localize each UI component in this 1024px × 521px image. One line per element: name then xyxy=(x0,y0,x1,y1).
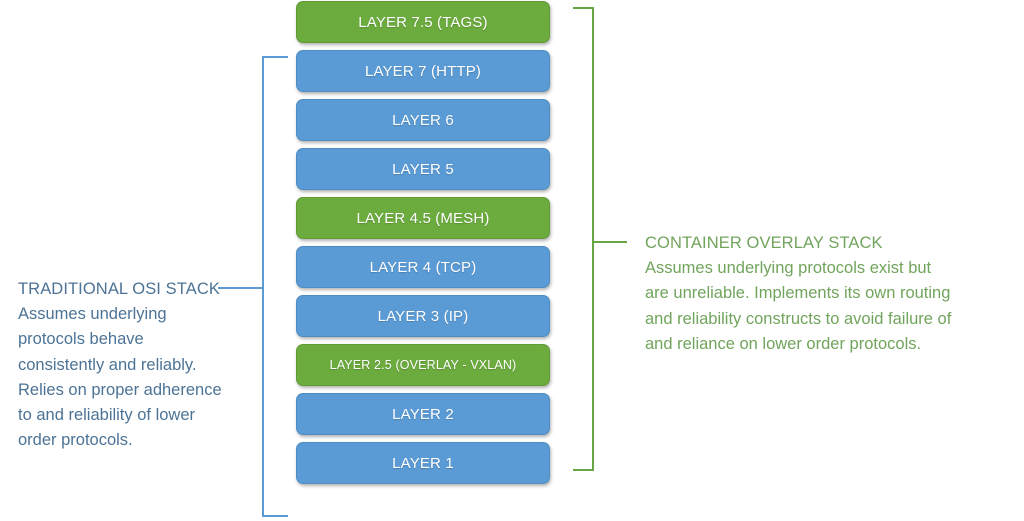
layer-box: LAYER 6 xyxy=(296,99,550,141)
layer-box-label: LAYER 6 xyxy=(392,111,454,129)
annotation-right-title: CONTAINER OVERLAY STACK xyxy=(645,234,883,252)
annotation-container-overlay-stack: CONTAINER OVERLAY STACK Assumes underlyi… xyxy=(645,231,955,357)
layer-box: LAYER 4.5 (MESH) xyxy=(296,197,550,239)
layer-box-label: LAYER 3 (IP) xyxy=(377,307,469,325)
bracket-left-connector xyxy=(218,287,264,289)
container-overlay-stack-bracket xyxy=(572,7,627,471)
layer-box-label: LAYER 1 xyxy=(392,454,454,472)
traditional-osi-stack-bracket xyxy=(218,56,290,517)
layer-box-label: LAYER 7.5 (TAGS) xyxy=(358,13,488,31)
annotation-left-title: TRADITIONAL OSI STACK xyxy=(18,280,220,298)
layer-box: LAYER 2.5 (OVERLAY - VXLAN) xyxy=(296,344,550,386)
annotation-traditional-osi-stack: TRADITIONAL OSI STACK Assumes underlying… xyxy=(18,277,228,454)
bracket-right-spine xyxy=(592,7,594,471)
layer-box-label: LAYER 2.5 (OVERLAY - VXLAN) xyxy=(329,358,517,372)
layer-box-label: LAYER 2 xyxy=(392,405,454,423)
layer-box-label: LAYER 5 xyxy=(392,160,454,178)
bracket-left-spine xyxy=(262,56,264,517)
layer-stack: LAYER 7.5 (TAGS) LAYER 7 (HTTP) LAYER 6 LAY… xyxy=(296,0,550,521)
layer-box: LAYER 5 xyxy=(296,148,550,190)
layer-box: LAYER 2 xyxy=(296,393,550,435)
annotation-left-body: Assumes underlying protocols behave cons… xyxy=(18,305,222,450)
bracket-left-bottom-arm xyxy=(262,515,288,517)
bracket-right-bottom-arm xyxy=(573,469,594,471)
bracket-left-top-arm xyxy=(262,56,288,58)
layer-box: LAYER 1 xyxy=(296,442,550,484)
layer-box: LAYER 4 (TCP) xyxy=(296,246,550,288)
bracket-right-connector xyxy=(592,241,627,243)
layer-box: LAYER 7 (HTTP) xyxy=(296,50,550,92)
bracket-right-top-arm xyxy=(573,7,594,9)
layer-box-label: LAYER 7 (HTTP) xyxy=(364,62,481,80)
layer-box: LAYER 7.5 (TAGS) xyxy=(296,1,550,43)
layer-box: LAYER 3 (IP) xyxy=(296,295,550,337)
layer-box-label: LAYER 4 (TCP) xyxy=(369,258,477,276)
annotation-right-body: Assumes underlying protocols exist but a… xyxy=(645,259,952,353)
layer-box-label: LAYER 4.5 (MESH) xyxy=(356,209,490,227)
